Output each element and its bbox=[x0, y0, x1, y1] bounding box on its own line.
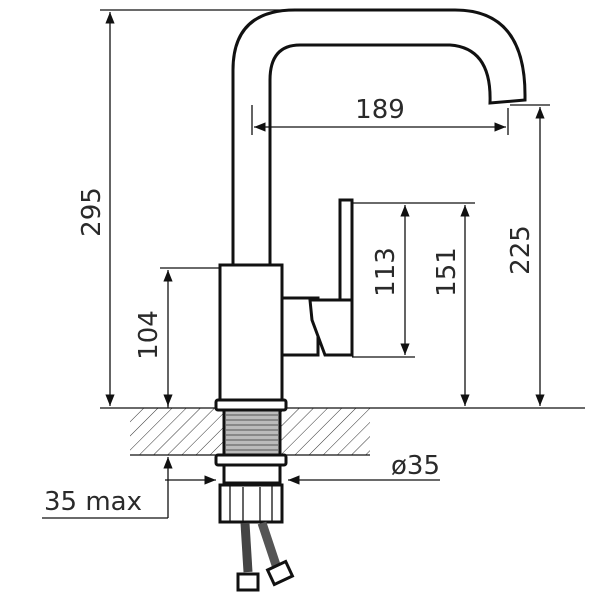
handle-stem bbox=[338, 198, 354, 302]
threaded-shank bbox=[222, 408, 282, 457]
countertop bbox=[100, 407, 585, 456]
dim-spout-reach: 189 bbox=[355, 95, 405, 125]
hose-right bbox=[257, 521, 282, 570]
dim-total-height: 295 bbox=[77, 187, 107, 237]
dim-handle-top: 151 bbox=[432, 247, 462, 297]
dim-hole-diameter: ø35 bbox=[391, 451, 440, 481]
dim-handle-height: 113 bbox=[371, 247, 401, 297]
dimension-lines bbox=[42, 9, 550, 519]
spout bbox=[231, 8, 527, 265]
hose-left bbox=[240, 522, 253, 573]
mounting-nut bbox=[218, 483, 284, 524]
dim-countertop-thickness: 35 max bbox=[44, 487, 142, 517]
dim-spout-outlet-height: 225 bbox=[506, 225, 536, 275]
faucet bbox=[214, 8, 527, 592]
handle-base bbox=[280, 296, 320, 357]
dim-body-height: 104 bbox=[134, 310, 164, 360]
faucet-body bbox=[218, 263, 284, 407]
